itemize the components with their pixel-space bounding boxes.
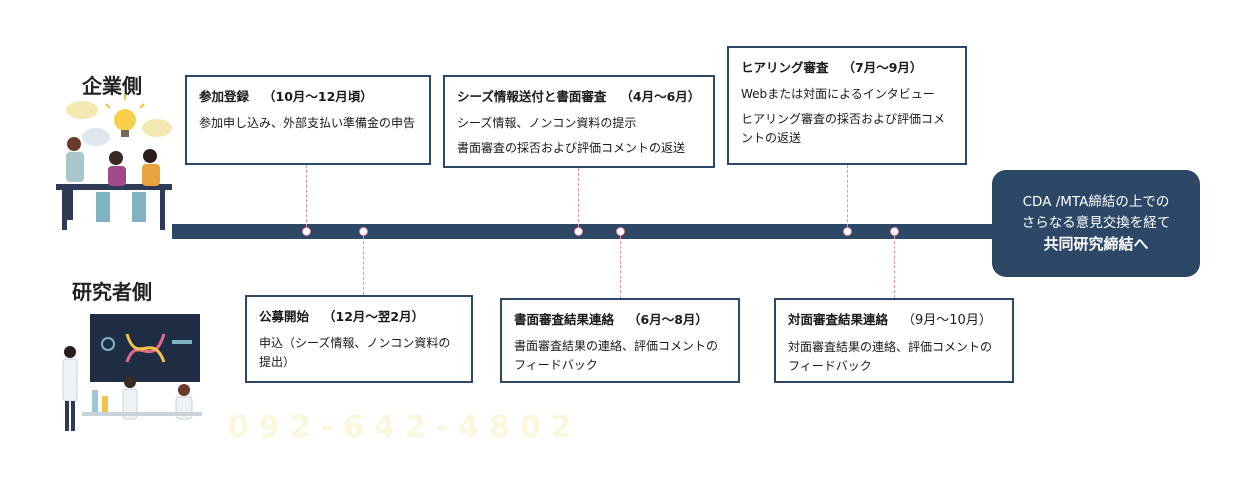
connector-top-2 (578, 168, 579, 227)
step-box-document-review-result: 書面審査結果連絡 （6月～8月） 書面審査結果の連絡、評価コメントのフィードバック (500, 298, 740, 383)
final-goal-box: CDA /MTA締結の上での さらなる意見交換を経て 共同研究締結へ (992, 170, 1200, 277)
final-line-1: CDA /MTA締結の上での (1022, 194, 1170, 210)
step-box-registration: 参加登録 （10月～12月頃） 参加申し込み、外部支払い準備金の申告 (185, 75, 431, 165)
step-period: （10月～12月頃） (263, 89, 373, 104)
step-description: 書面審査の採否および評価コメントの返送 (457, 141, 686, 155)
connector-bottom-3 (894, 236, 895, 298)
step-box-seeds-document-review: シーズ情報送付と書面審査 （4月～6月） シーズ情報、ノンコン資料の提示 書面審査… (443, 75, 715, 168)
timeline-dot (616, 227, 625, 236)
step-period: （12月～翌2月） (323, 309, 425, 324)
timeline-dot (359, 227, 368, 236)
step-description: 書面審査結果の連絡、評価コメントのフィードバック (514, 339, 719, 372)
connector-top-1 (306, 165, 307, 227)
step-box-interview-review-result: 対面審査結果連絡 （9月～10月） 対面審査結果の連絡、評価コメントのフィードバッ… (774, 298, 1014, 383)
final-line-3: 共同研究締結へ (1043, 235, 1149, 253)
step-box-call-for-proposals: 公募開始 （12月～翌2月） 申込（シーズ情報、ノンコン資料の提出） (245, 295, 473, 383)
phone-watermark: 092-642-4802 (228, 410, 582, 445)
step-title: 公募開始 (259, 309, 310, 324)
timeline-dot (574, 227, 583, 236)
final-line-2: さらなる意見交換を経て (1021, 215, 1171, 231)
researcher-lab-illustration (62, 314, 202, 431)
timeline-dot (890, 227, 899, 236)
step-description: 対面審査結果の連絡、評価コメントのフィードバック (788, 340, 993, 373)
step-title: 参加登録 (199, 89, 250, 104)
step-description: 申込（シーズ情報、ノンコン資料の提出） (259, 336, 451, 369)
step-title: ヒアリング審査 (741, 60, 829, 75)
step-title: 書面審査結果連絡 (514, 312, 615, 327)
timeline-bar (172, 224, 1012, 239)
step-period: （7月～9月） (842, 60, 923, 75)
connector-bottom-1 (363, 236, 364, 295)
step-title: 対面審査結果連絡 (788, 312, 889, 327)
step-description: ヒアリング審査の採否および評価コメントの返送 (741, 112, 946, 145)
step-description: 参加申し込み、外部支払い準備金の申告 (199, 116, 416, 130)
timeline-dot (843, 227, 852, 236)
step-description: シーズ情報、ノンコン資料の提示 (457, 116, 637, 130)
company-side-label: 企業側 (82, 74, 142, 98)
step-title: シーズ情報送付と書面審査 (457, 89, 607, 104)
step-period: （6月～8月） (628, 312, 708, 327)
connector-bottom-2 (620, 236, 621, 298)
company-meeting-illustration (56, 94, 172, 230)
step-description: Webまたは対面によるインタビュー (741, 87, 935, 101)
step-period: （4月～6月） (620, 89, 701, 104)
step-box-hearing-review: ヒアリング審査 （7月～9月） Webまたは対面によるインタビュー ヒアリング審査… (727, 46, 967, 165)
researcher-side-label: 研究者側 (72, 280, 152, 304)
connector-top-3 (847, 165, 848, 227)
timeline-dot (302, 227, 311, 236)
step-period: （9月～10月） (902, 313, 992, 328)
